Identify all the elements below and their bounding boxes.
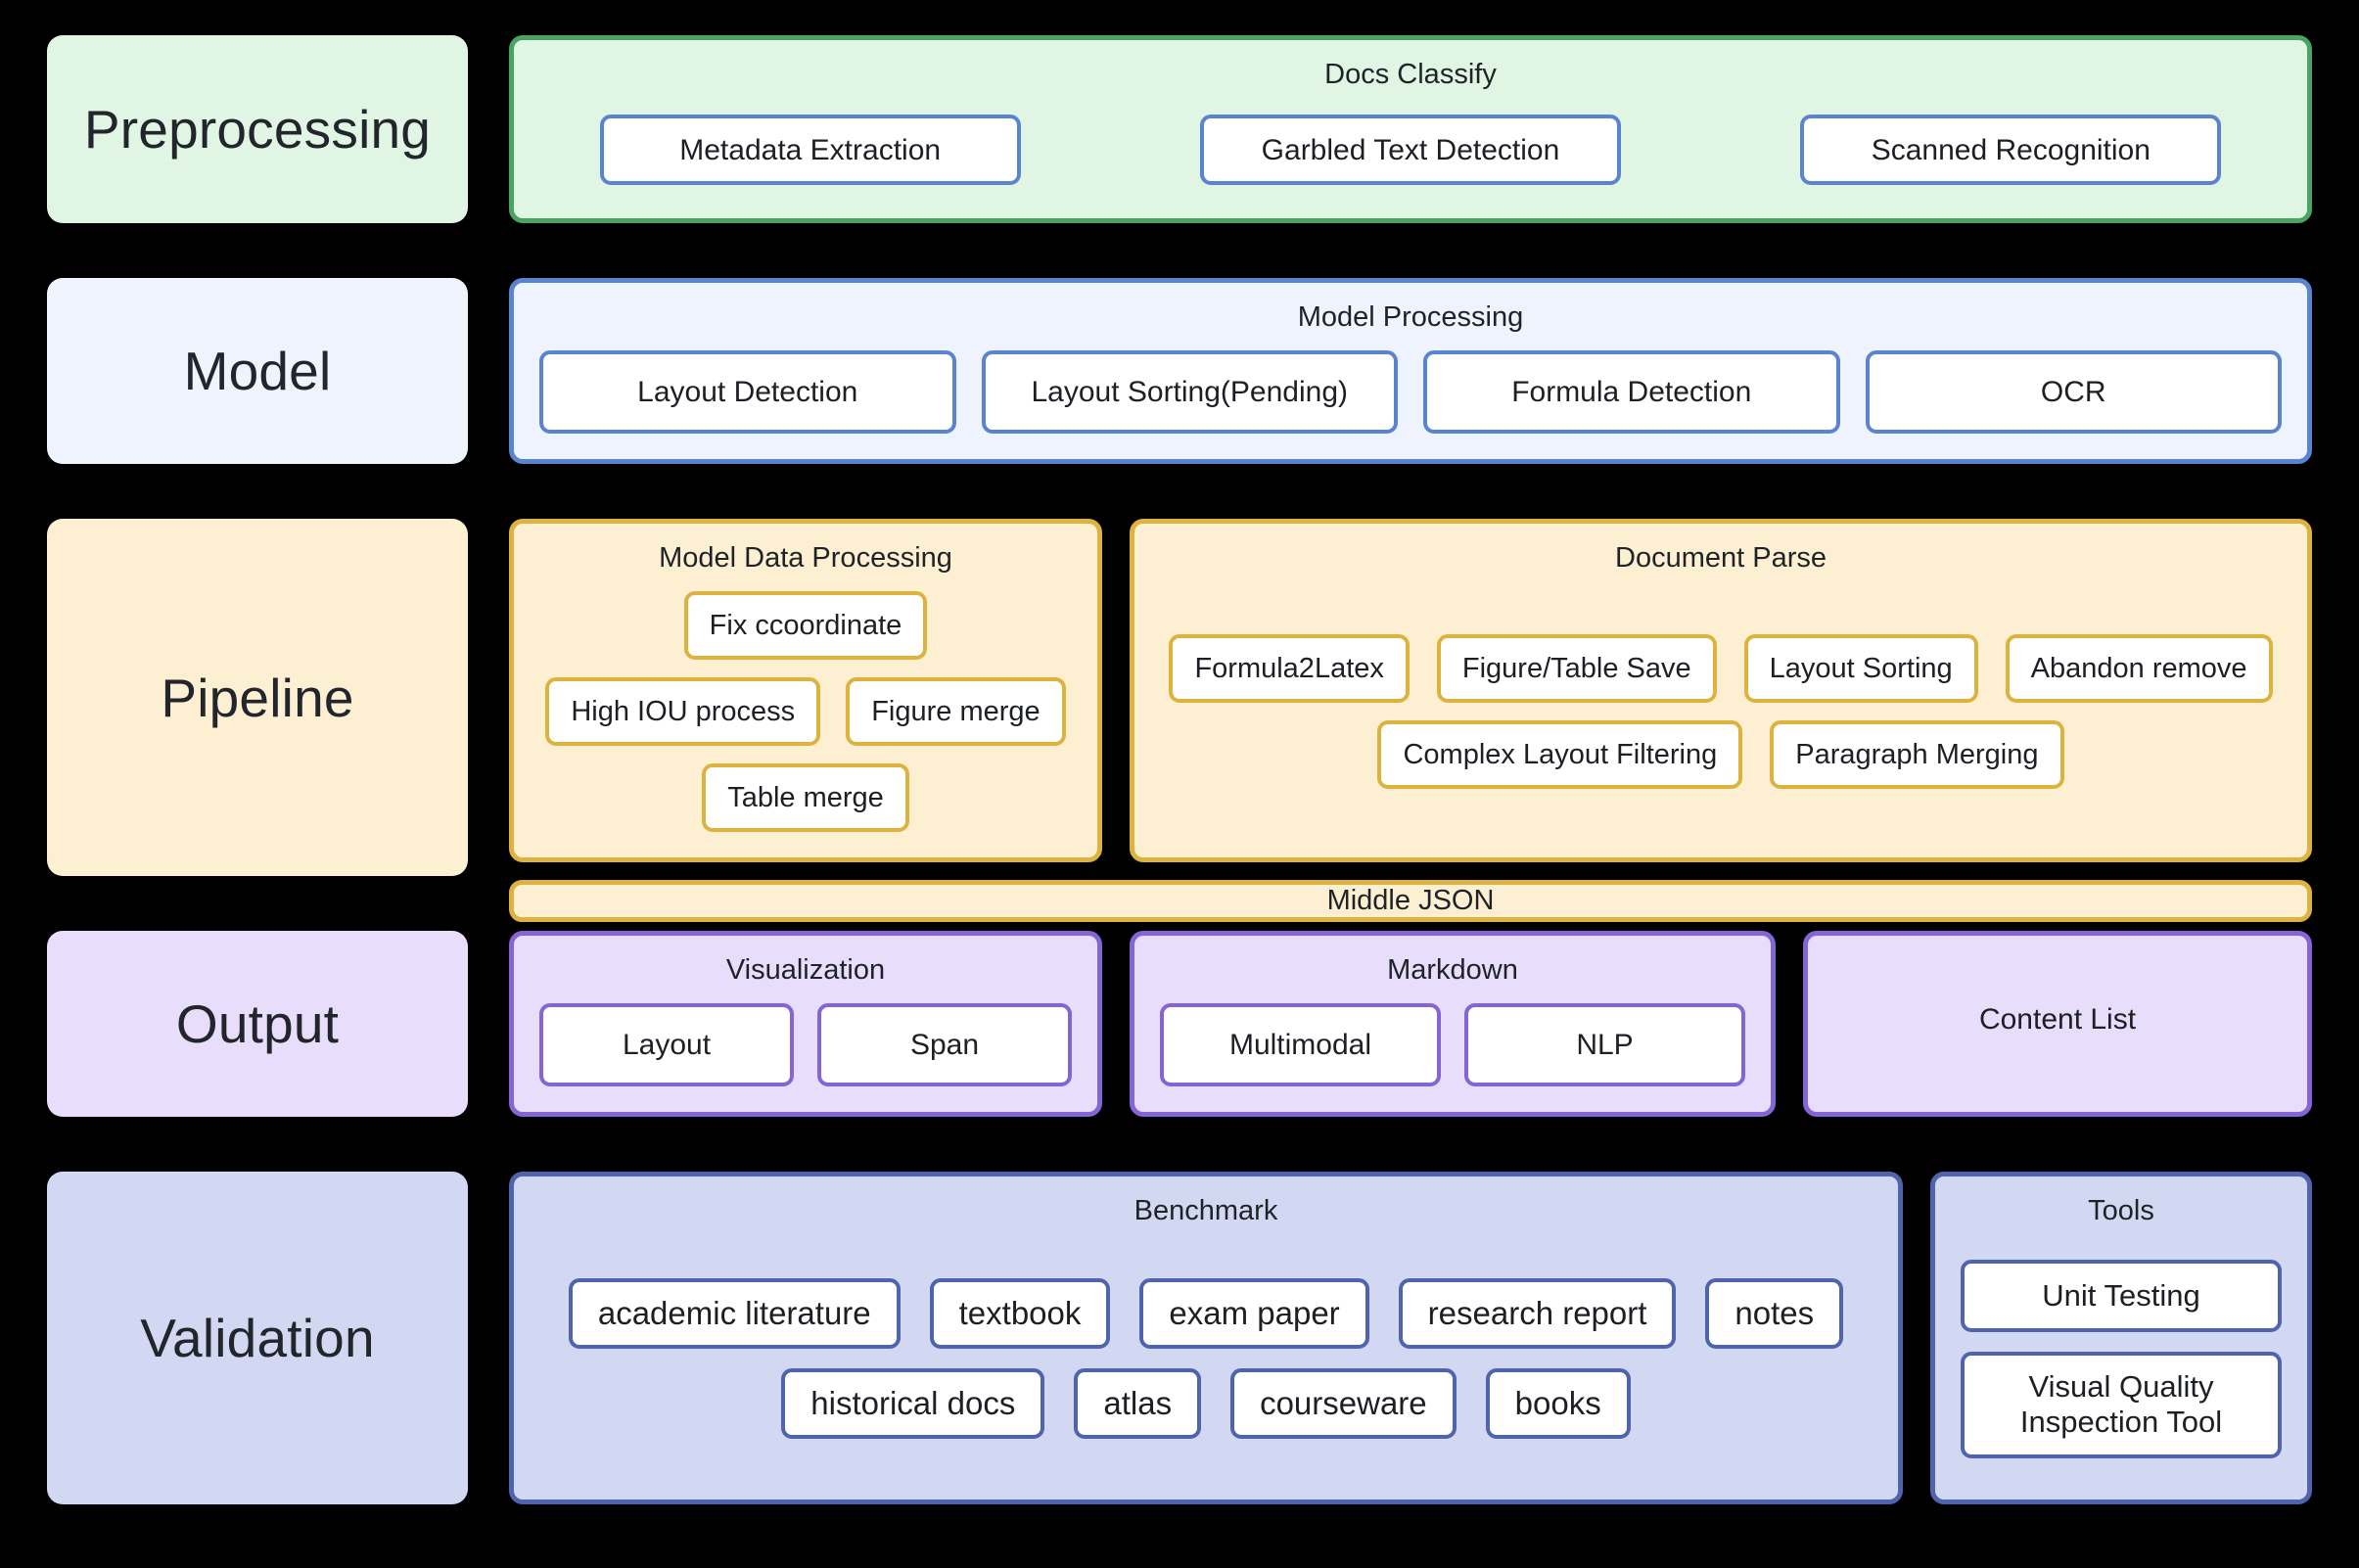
chip-academic-literature[interactable]: academic literature — [568, 1278, 901, 1350]
stage-row-preprocessing: Preprocessing Docs Classify Metadata Ext… — [47, 35, 2312, 223]
chip-layout[interactable]: Layout — [539, 1002, 794, 1086]
chip-courseware[interactable]: courseware — [1230, 1368, 1457, 1440]
chip-ocr[interactable]: OCR — [1865, 349, 2282, 434]
group-title-model-data-processing: Model Data Processing — [659, 542, 952, 574]
chip-layout-sorting-pending[interactable]: Layout Sorting(Pending) — [981, 349, 1398, 434]
group-content-list[interactable]: Content List — [1803, 931, 2312, 1117]
group-items-benchmark: academic literature textbook exam paper … — [539, 1244, 1873, 1474]
group-model-processing: Model Processing Layout Detection Layout… — [509, 278, 2312, 464]
stage-label-model: Model — [47, 278, 468, 464]
stage-label-preprocessing: Preprocessing — [47, 35, 468, 223]
chip-formula-detection[interactable]: Formula Detection — [1423, 349, 1840, 434]
stage-label-pipeline-text: Pipeline — [161, 667, 354, 728]
group-title-docs-classify: Docs Classify — [1324, 59, 1497, 90]
chip-figure-table-save[interactable]: Figure/Table Save — [1436, 633, 1717, 704]
chip-unit-testing[interactable]: Unit Testing — [1961, 1259, 2282, 1332]
stage-body-output: Visualization Layout Span Markdown Multi… — [509, 931, 2312, 1117]
chip-textbook[interactable]: textbook — [929, 1278, 1111, 1350]
bar-middle-json-label: Middle JSON — [1326, 885, 1495, 917]
stage-body-preprocessing: Docs Classify Metadata Extraction Garble… — [509, 35, 2312, 223]
group-title-content-list: Content List — [1978, 1003, 2137, 1036]
stage-label-preprocessing-text: Preprocessing — [83, 99, 432, 160]
group-visualization: Visualization Layout Span — [509, 931, 1102, 1117]
chip-high-iou-process[interactable]: High IOU process — [545, 677, 821, 747]
stage-row-output: Output Visualization Layout Span Markdow… — [47, 931, 2312, 1117]
group-title-benchmark: Benchmark — [1133, 1195, 1278, 1226]
stage-label-validation: Validation — [47, 1172, 468, 1504]
group-docs-classify: Docs Classify Metadata Extraction Garble… — [509, 35, 2312, 223]
stage-row-model: Model Model Processing Layout Detection … — [47, 278, 2312, 464]
group-items-visualization: Layout Span — [539, 1002, 1072, 1086]
stage-label-output: Output — [47, 931, 468, 1117]
chip-complex-layout-filtering[interactable]: Complex Layout Filtering — [1377, 720, 1743, 790]
chip-span[interactable]: Span — [817, 1002, 1072, 1086]
chip-table-merge[interactable]: Table merge — [702, 763, 909, 833]
stage-body-validation: Benchmark academic literature textbook e… — [509, 1172, 2312, 1504]
chip-atlas[interactable]: atlas — [1074, 1368, 1202, 1440]
group-title-tools: Tools — [2088, 1195, 2154, 1226]
group-document-parse: Document Parse Formula2Latex Figure/Tabl… — [1130, 519, 2312, 863]
stage-label-validation-text: Validation — [140, 1308, 375, 1368]
stage-row-pipeline: Pipeline Model Data Processing Fix ccoor… — [47, 519, 2312, 923]
group-items-model-processing: Layout Detection Layout Sorting(Pending)… — [539, 349, 2282, 434]
stage-row-validation: Validation Benchmark academic literature… — [47, 1172, 2312, 1504]
stage-label-model-text: Model — [183, 341, 332, 401]
chip-research-report[interactable]: research report — [1398, 1278, 1677, 1350]
bar-middle-json[interactable]: Middle JSON — [509, 880, 2312, 923]
chip-notes[interactable]: notes — [1705, 1278, 1844, 1350]
stage-label-output-text: Output — [175, 993, 340, 1054]
chip-layout-sorting[interactable]: Layout Sorting — [1743, 633, 1978, 704]
chip-multimodal[interactable]: Multimodal — [1160, 1002, 1441, 1086]
group-title-model-processing: Model Processing — [1297, 301, 1524, 333]
group-markdown: Markdown Multimodal NLP — [1130, 931, 1776, 1117]
stage-body-pipeline: Model Data Processing Fix ccoordinate Hi… — [509, 519, 2312, 923]
group-items-tools: Unit Testing Visual Quality Inspection T… — [1961, 1244, 2282, 1474]
pipeline-groups-row: Model Data Processing Fix ccoordinate Hi… — [509, 519, 2312, 863]
stage-label-pipeline: Pipeline — [47, 519, 468, 876]
chip-abandon-remove[interactable]: Abandon remove — [2005, 633, 2273, 704]
group-benchmark: Benchmark academic literature textbook e… — [509, 1172, 1903, 1504]
chip-books[interactable]: books — [1485, 1368, 1631, 1440]
output-groups-row: Visualization Layout Span Markdown Multi… — [509, 931, 2312, 1117]
chip-paragraph-merging[interactable]: Paragraph Merging — [1770, 720, 2064, 790]
group-title-document-parse: Document Parse — [1615, 542, 1827, 574]
group-title-visualization: Visualization — [725, 954, 886, 986]
chip-historical-docs[interactable]: historical docs — [781, 1368, 1045, 1440]
chip-metadata-extraction[interactable]: Metadata Extraction — [599, 115, 1021, 186]
chip-fix-ccoordinate[interactable]: Fix ccoordinate — [683, 590, 928, 661]
chip-nlp[interactable]: NLP — [1464, 1002, 1745, 1086]
group-items-document-parse: Formula2Latex Figure/Table Save Layout S… — [1160, 591, 2282, 833]
group-items-docs-classify: Metadata Extraction Garbled Text Detecti… — [539, 108, 2282, 193]
chip-layout-detection[interactable]: Layout Detection — [539, 349, 956, 434]
group-tools: Tools Unit Testing Visual Quality Inspec… — [1930, 1172, 2312, 1504]
chip-exam-paper[interactable]: exam paper — [1139, 1278, 1369, 1350]
chip-formula2latex[interactable]: Formula2Latex — [1169, 633, 1410, 704]
group-title-markdown: Markdown — [1387, 954, 1518, 986]
chip-figure-merge[interactable]: Figure merge — [846, 677, 1066, 747]
chip-scanned-recognition[interactable]: Scanned Recognition — [1800, 115, 2222, 186]
chip-visual-quality-inspection-tool[interactable]: Visual Quality Inspection Tool — [1961, 1351, 2282, 1458]
chip-garbled-text-detection[interactable]: Garbled Text Detection — [1199, 115, 1621, 186]
group-model-data-processing: Model Data Processing Fix ccoordinate Hi… — [509, 519, 1102, 863]
stage-body-model: Model Processing Layout Detection Layout… — [509, 278, 2312, 464]
validation-groups-row: Benchmark academic literature textbook e… — [509, 1172, 2312, 1504]
group-items-markdown: Multimodal NLP — [1160, 1002, 1745, 1086]
group-items-model-data-processing: Fix ccoordinate High IOU process Figure … — [539, 590, 1072, 833]
